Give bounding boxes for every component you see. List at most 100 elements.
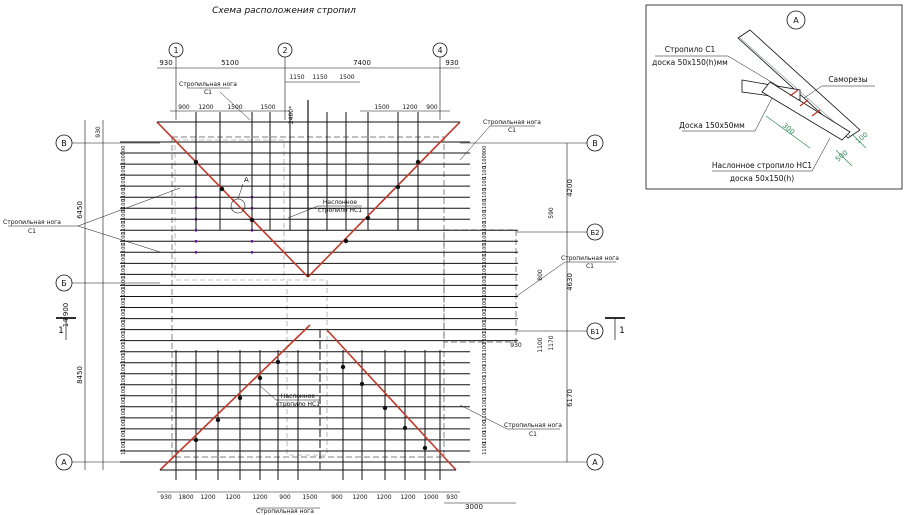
screw-2 xyxy=(799,99,809,107)
tie-dot xyxy=(250,239,254,243)
right-dim-1170: 1170 xyxy=(548,335,555,350)
right-dimensions: 4200 4630 6170 930 590 800 1170 1100 xyxy=(510,143,574,462)
callout-c1-rb-l2: С1 xyxy=(529,431,537,438)
bottom-dim-label: 900 xyxy=(279,494,291,501)
row-dim-900-l: 900 xyxy=(178,104,190,111)
callout-c1-rb-l1: Стропильная нога xyxy=(504,422,562,429)
right-dim-800: 800 xyxy=(537,269,544,281)
left-spacing-label: 1100 xyxy=(121,420,127,433)
axis-label-4: 4 xyxy=(437,46,442,55)
bottom-dim-label: 900 xyxy=(331,494,343,501)
hip-joint-dot xyxy=(249,217,255,223)
hip-joint-dot xyxy=(402,425,408,431)
right-spacing-label: 1100 xyxy=(482,177,488,190)
left-spacing-label: 1100 xyxy=(121,166,127,179)
left-dim-6450: 6450 xyxy=(76,201,84,219)
right-spacing-label: 1100 xyxy=(482,376,488,389)
left-dimensions: 930 6450 14 900 8450 xyxy=(62,120,104,470)
right-dim-6170: 6170 xyxy=(566,389,574,407)
left-spacing-label: 1100 xyxy=(121,221,127,234)
callout-c1-top-l1: Стропильная нога xyxy=(179,81,237,88)
section-1-right: 1 xyxy=(619,326,625,336)
bottom-dim-label: 1200 xyxy=(376,494,391,501)
rafters-group xyxy=(120,141,518,463)
right-spacing-label: 1100 xyxy=(482,166,488,179)
plan-view xyxy=(120,100,518,480)
axis-label-2: 2 xyxy=(282,46,287,55)
hip-joint-dot xyxy=(193,437,199,443)
right-dim-930: 930 xyxy=(510,342,522,349)
inner-outline-1 xyxy=(174,139,285,281)
tie-dot xyxy=(250,250,254,254)
tie-dot xyxy=(250,228,254,232)
left-spacing-label: 1100 xyxy=(121,354,127,367)
left-spacing-label: 1100 xyxy=(121,288,127,301)
left-spacing-label: 1100 xyxy=(121,431,127,444)
right-spacing-label: 1100 xyxy=(482,365,488,378)
detail-rafter xyxy=(737,29,861,139)
left-spacing-label: 1100 xyxy=(121,232,127,245)
callout-c1-top-l2: С1 xyxy=(204,89,212,96)
right-spacing-label: 1100 xyxy=(482,299,488,312)
right-spacing-label: 1100 xyxy=(482,310,488,323)
detail-naslon xyxy=(761,81,851,141)
right-spacing-label: 1100 xyxy=(482,387,488,400)
callout-c1-left-l1: Стропильная нога xyxy=(3,219,61,226)
detail-dim-300: 300 xyxy=(781,121,796,136)
right-spacing-label: 1100 xyxy=(482,188,488,201)
left-spacing-label: 1100 xyxy=(121,188,127,201)
green-dim-3 xyxy=(851,133,867,149)
right-spacing-label: 1100 xyxy=(482,243,488,256)
right-spacing-label: 1100 xyxy=(482,332,488,345)
hip-joint-dot xyxy=(365,215,371,221)
green-dim-1 xyxy=(765,115,811,149)
axis-label-v-left: В xyxy=(61,139,67,148)
hip-joint-dot xyxy=(415,159,421,165)
detail-frame xyxy=(645,4,903,190)
left-spacing-label: 1100 xyxy=(121,199,127,212)
drawing-title: Схема расположения стропил xyxy=(212,6,356,16)
section-1-left: 1 xyxy=(58,326,64,336)
callout-c1-rm-l1: Стропильная нога xyxy=(561,255,619,262)
left-spacing-label: 1100 xyxy=(121,409,127,422)
left-spacing-label: 1100 xyxy=(121,365,127,378)
callout-c1-rm-leader xyxy=(516,261,566,297)
tie-dot xyxy=(194,228,198,232)
bottom-dim-label: 1800 xyxy=(178,494,193,501)
left-dim-14900: 14 900 xyxy=(62,303,70,328)
vertical-rafters-group xyxy=(175,112,441,480)
detail-label-ns1-l1: Наслонное стропило НС1 xyxy=(712,161,812,170)
right-spacing-label: 1100 xyxy=(482,288,488,301)
row-dim-1500-m: 1500 xyxy=(260,104,275,111)
left-spacing-label: 1100 xyxy=(121,442,127,455)
tie-dot xyxy=(194,250,198,254)
right-spacing-label: 1100 xyxy=(482,409,488,422)
callout-c1-left-l2: С1 xyxy=(28,228,36,235)
right-spacing-label: 1100 xyxy=(482,155,488,168)
right-spacing-label: 1100 xyxy=(482,398,488,411)
axis-markers: 1 2 4 В Б А В Б2 Б1 А xyxy=(55,42,604,471)
left-spacing-label: 1100 xyxy=(121,155,127,168)
detail-a: А 300 500 100 Стропило С1 доска 50х150(h… xyxy=(645,4,903,190)
wall-outline-bay xyxy=(443,229,517,343)
bottom-dim-label: 1000 xyxy=(423,494,438,501)
left-spacing-label: 1100 xyxy=(121,266,127,279)
sub-dim-2: 1150 xyxy=(312,74,327,81)
right-dim-4200: 4200 xyxy=(566,179,574,197)
bottom-dim-label: 1200 xyxy=(225,494,240,501)
section-marks: 1 1 xyxy=(56,317,625,340)
right-spacing-label: 1100 xyxy=(482,354,488,367)
callout-ns1-top-leader xyxy=(287,205,319,219)
screw-3 xyxy=(811,109,821,117)
callout-ns1-bot-leader xyxy=(257,383,277,401)
left-dim-930: 930 xyxy=(95,126,102,138)
hip-joint-dot xyxy=(422,445,428,451)
callout-ns1-top-l2: стропило НС1 xyxy=(318,207,362,214)
right-spacing-label: 1100 xyxy=(482,266,488,279)
right-spacing-label: 1100 xyxy=(482,442,488,455)
bottom-dim-label: 1200 xyxy=(400,494,415,501)
hip-joint-dots xyxy=(193,159,428,451)
tie-dot xyxy=(194,239,198,243)
left-spacing-label: 1100 xyxy=(121,387,127,400)
